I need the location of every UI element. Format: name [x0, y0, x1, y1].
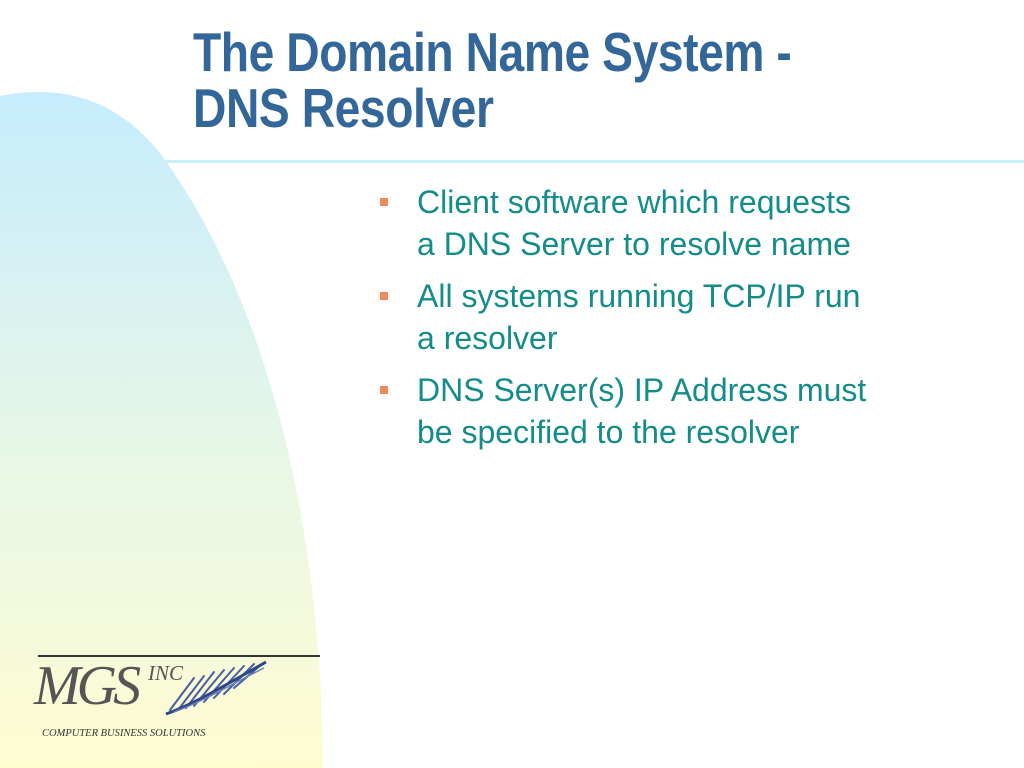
company-logo: MGS INC COMPUTER BUSINESS SOLUTIONS — [30, 652, 325, 752]
bullet-text-line: a DNS Server to resolve name — [417, 226, 851, 262]
slide-title-line: The Domain Name System - — [193, 21, 792, 83]
logo-brand-text: MGS — [34, 655, 141, 717]
square-bullet-icon — [380, 198, 388, 206]
bullet-list: Client software which requests a DNS Ser… — [378, 181, 998, 463]
bullet-text-line: DNS Server(s) IP Address must — [417, 372, 867, 408]
bullet-item: All systems running TCP/IP run a resolve… — [378, 275, 998, 359]
bullet-text-line: a resolver — [417, 320, 558, 356]
square-bullet-icon — [380, 292, 388, 300]
logo-divider — [38, 655, 320, 657]
logo-tagline: COMPUTER BUSINESS SOLUTIONS — [42, 728, 206, 739]
swoosh-icon — [165, 660, 267, 716]
bullet-text-line: be specified to the resolver — [417, 414, 800, 450]
bullet-item: DNS Server(s) IP Address must be specifi… — [378, 369, 998, 453]
title-divider — [142, 160, 1024, 163]
slide-title-line: DNS Resolver — [193, 77, 494, 139]
bullet-text-line: All systems running TCP/IP run — [417, 278, 861, 314]
bullet-text-line: Client software which requests — [417, 184, 851, 220]
bullet-item: Client software which requests a DNS Ser… — [378, 181, 998, 265]
slide-title: The Domain Name System - DNS Resolver — [193, 24, 873, 136]
logo-suffix-text: INC — [148, 661, 184, 685]
square-bullet-icon — [380, 386, 388, 394]
